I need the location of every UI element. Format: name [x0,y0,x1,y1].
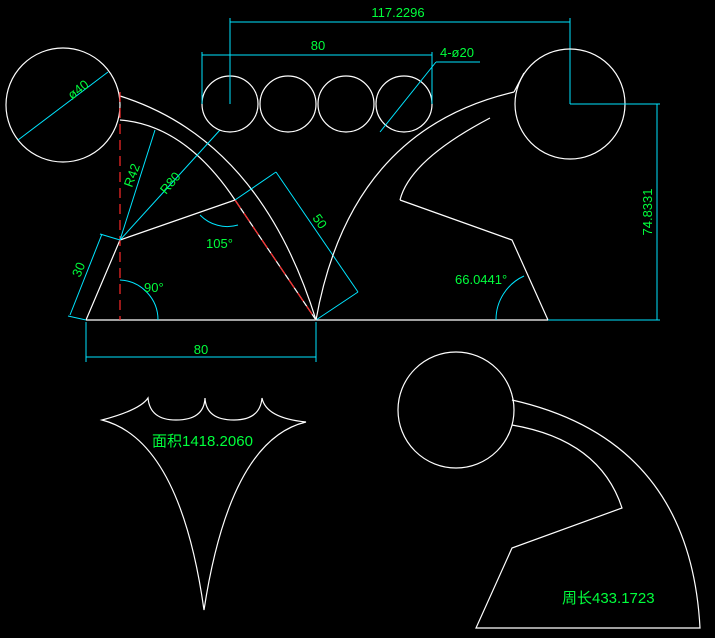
dim-30-line [69,233,103,316]
area-shape [99,396,307,611]
small-circle-3 [317,75,375,133]
circle-spec-leader [379,61,437,133]
right-outer-arc [315,91,515,321]
radius-r80-line [119,129,221,241]
right-figure [315,48,660,321]
right-inner-arc [399,117,491,201]
radius-r42-line [119,129,156,241]
centerline-diagonal [234,199,317,321]
label-circle-spec: 4-ø20 [440,45,474,60]
label-height: 74.8331 [640,189,655,236]
right-neck [513,72,525,93]
label-radius-r42: R42 [121,161,143,189]
outer-arc-r80 [119,95,317,321]
diameter-line [17,71,109,141]
dim-50-line [275,171,359,293]
perimeter-circle [397,351,515,469]
label-circles-span: 80 [311,38,325,53]
inner-arc-r42 [119,119,236,201]
label-big-diameter: ø40 [65,77,92,103]
angle-105-arc [199,214,239,228]
dim-30-ext-b [99,233,121,241]
dim-50-ext-b [315,291,359,321]
perimeter-outline [475,399,701,629]
big-circle [5,47,121,163]
label-area: 面积1418.2060 [152,433,253,450]
label-radius-r80: R80 [157,169,184,197]
label-angle-66: 66.0441° [455,272,507,287]
angle-90-arc [119,279,159,321]
label-top-width: 117.2296 [371,5,424,20]
label-slant-30: 30 [69,260,88,279]
label-base-width: 80 [194,342,208,357]
dim-30-ext-a [67,315,87,321]
small-circle-2 [259,75,317,133]
area-outline [99,396,307,611]
right-notch [399,199,549,321]
main-figure [5,18,571,362]
small-circle-4 [375,75,433,133]
dim-50-ext-a [234,171,277,201]
label-perimeter: 周长433.1723 [562,590,655,607]
angle-66-arc [495,275,525,321]
label-angle-90: 90° [144,280,164,295]
label-slant-50: 50 [310,211,331,231]
perimeter-shape [397,351,701,629]
label-angle-105: 105° [206,236,233,251]
